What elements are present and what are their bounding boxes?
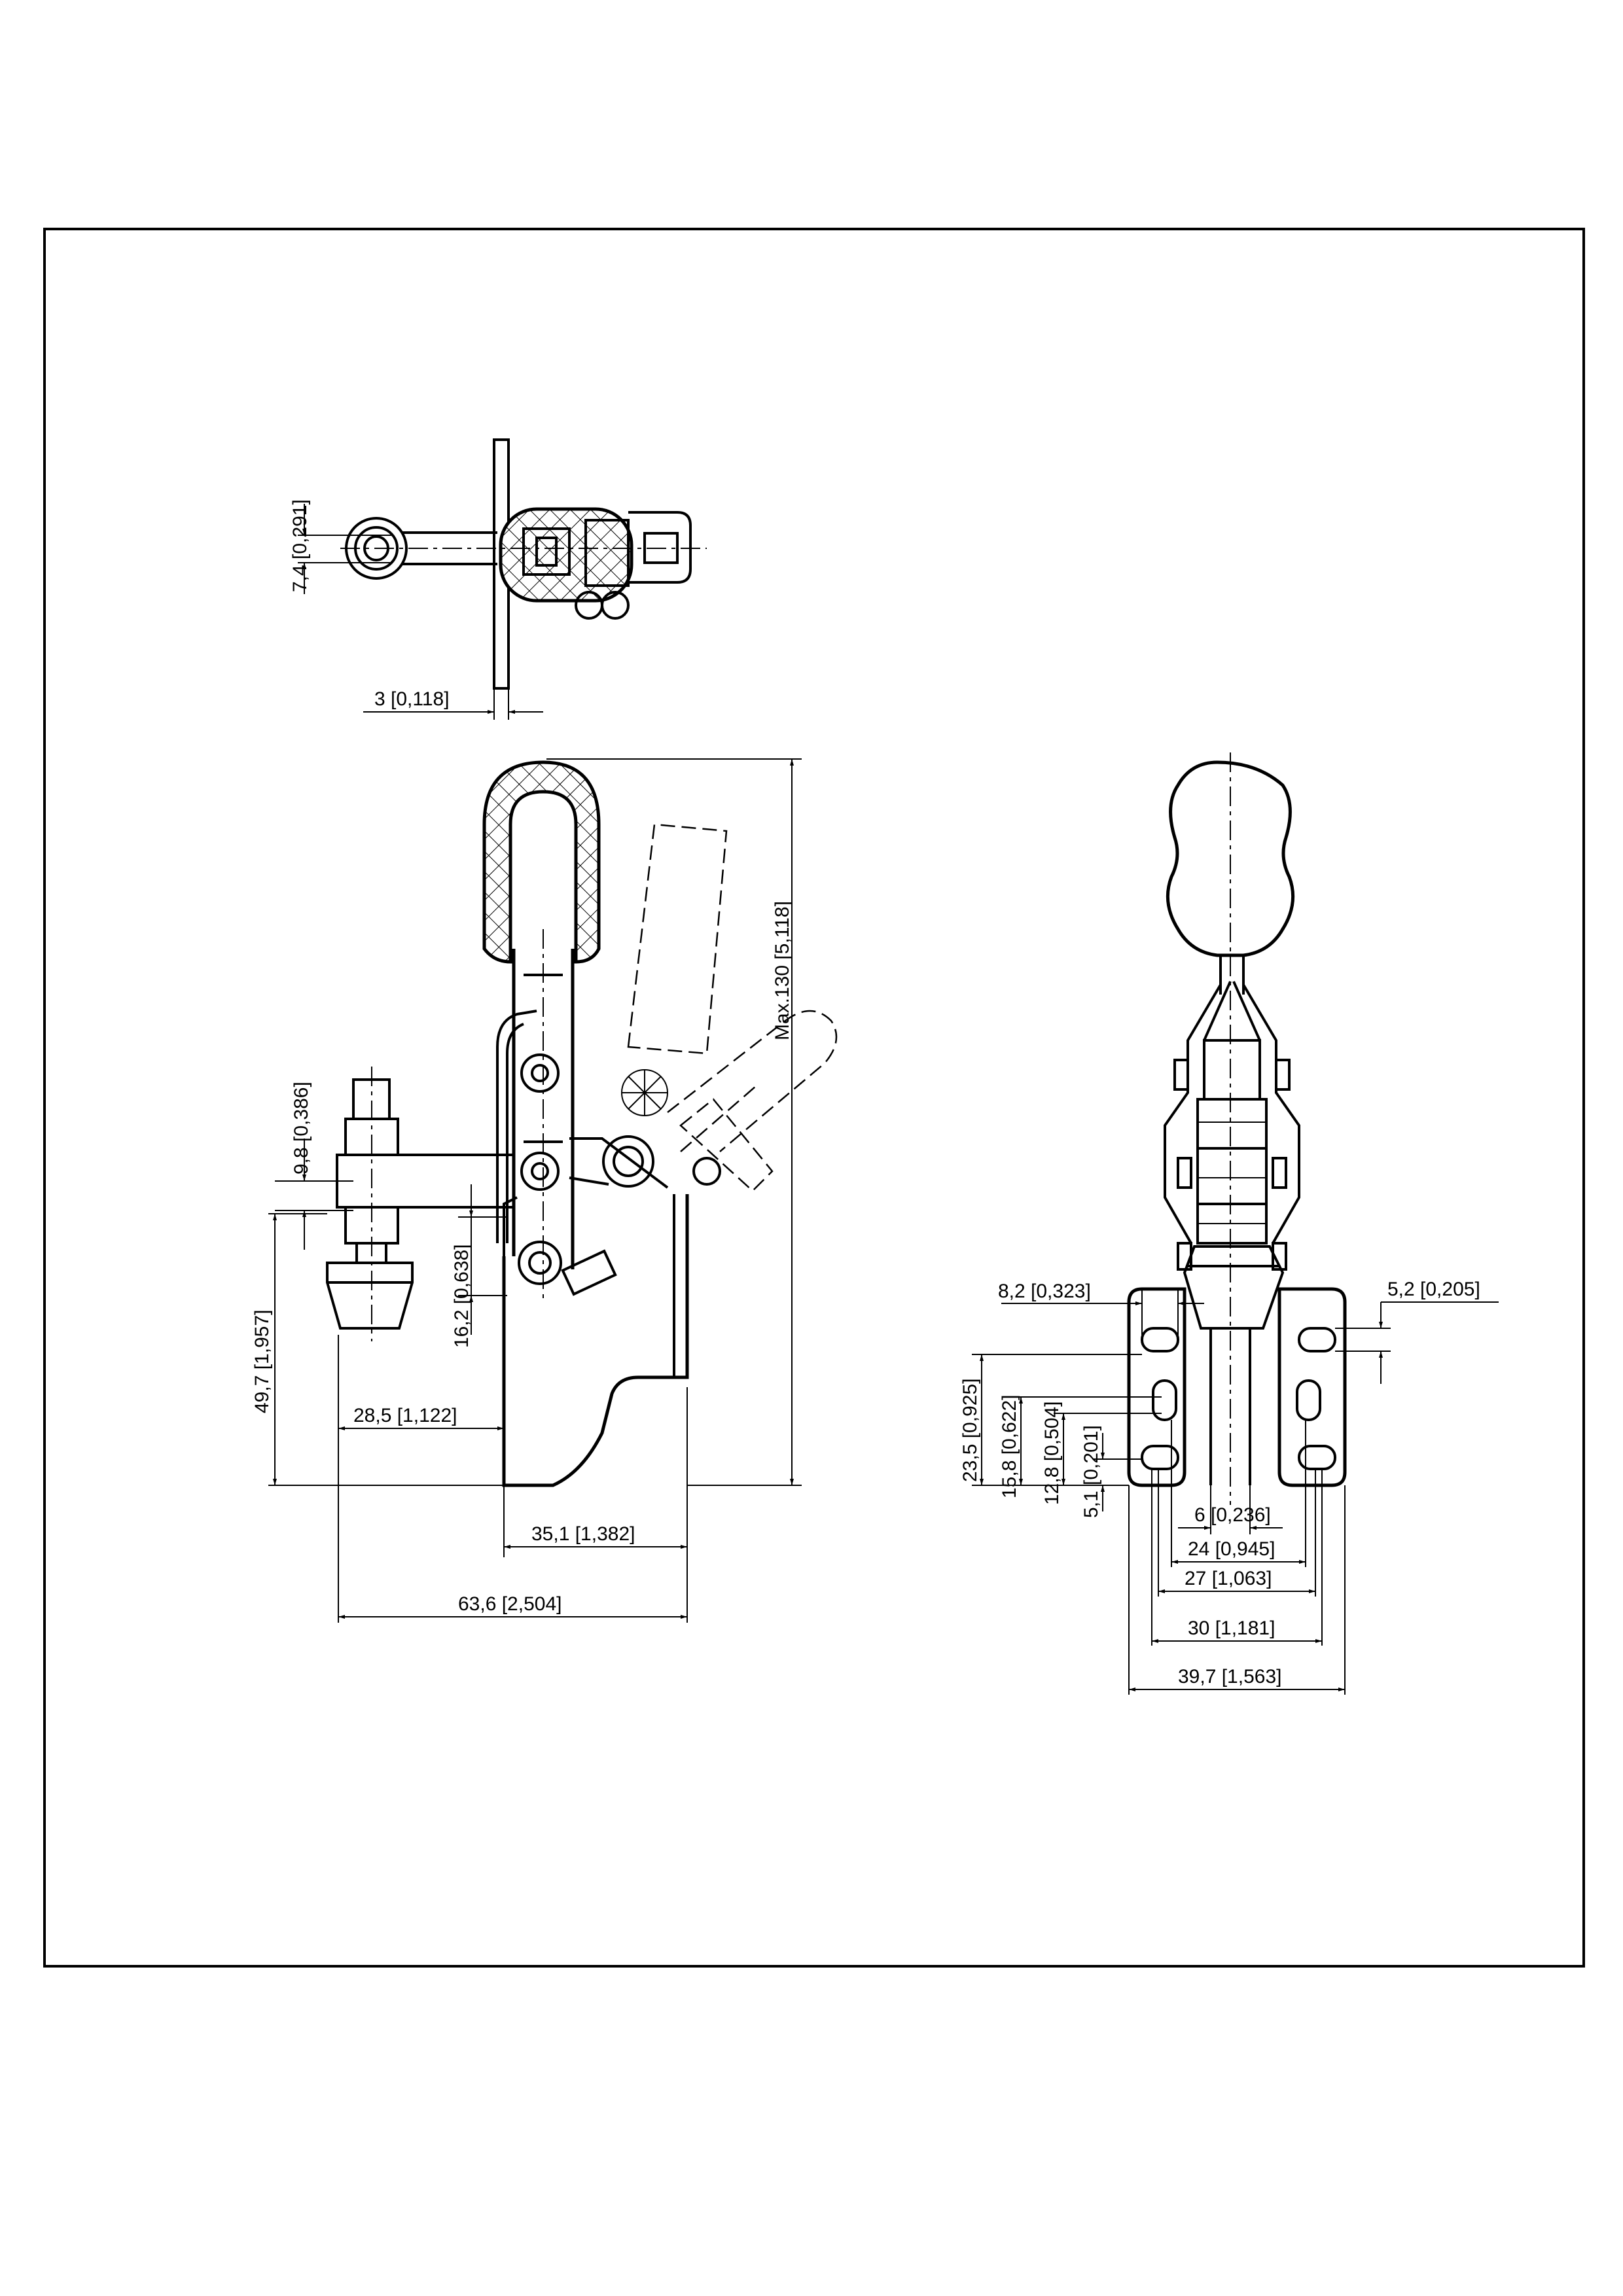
- dim-w3: 27 [1,063]: [1185, 1568, 1272, 1589]
- drawing-frame: [43, 228, 1585, 1968]
- top-view: 7,4 [0,291] 3 [0,118]: [289, 438, 707, 720]
- dim-overall-length: 63,6 [2,504]: [458, 1593, 562, 1615]
- dim-w2: 24 [0,945]: [1188, 1538, 1275, 1560]
- dim-slot-dia: 5,2 [0,205]: [1387, 1279, 1480, 1300]
- side-view: Max.130 [5,118] 9,8 [0,386] 16,2 [0,638]…: [251, 758, 838, 1623]
- dim-spindle-reach: 28,5 [1,122]: [353, 1405, 457, 1426]
- dim-h3: 12,8 [0,504]: [1041, 1402, 1063, 1505]
- dim-h1: 23,5 [0,925]: [959, 1379, 981, 1482]
- dim-w5: 39,7 [1,563]: [1178, 1666, 1281, 1687]
- dim-h2: 15,8 [0,622]: [999, 1395, 1020, 1498]
- dim-bolt-offset: 7,4 [0,291]: [289, 499, 311, 592]
- dim-pivot-height: 16,2 [0,638]: [451, 1245, 473, 1348]
- front-view: 8,2 [0,323] 5,2 [0,205] 23,5 [0,925] 15,…: [959, 752, 1499, 1695]
- dim-base-depth: 35,1 [1,382]: [531, 1523, 635, 1545]
- dim-w1: 6 [0,236]: [1194, 1504, 1271, 1526]
- dim-h4: 5,1 [0,201]: [1080, 1425, 1102, 1518]
- dim-spindle-height: 49,7 [1,957]: [251, 1310, 273, 1413]
- dim-spindle-offset: 9,8 [0,386]: [291, 1082, 312, 1174]
- dim-plate-thickness: 3 [0,118]: [374, 688, 450, 710]
- dim-max-height: Max.130 [5,118]: [772, 901, 793, 1040]
- dim-w4: 30 [1,181]: [1188, 1617, 1275, 1639]
- dim-slot-width: 8,2 [0,323]: [998, 1280, 1091, 1302]
